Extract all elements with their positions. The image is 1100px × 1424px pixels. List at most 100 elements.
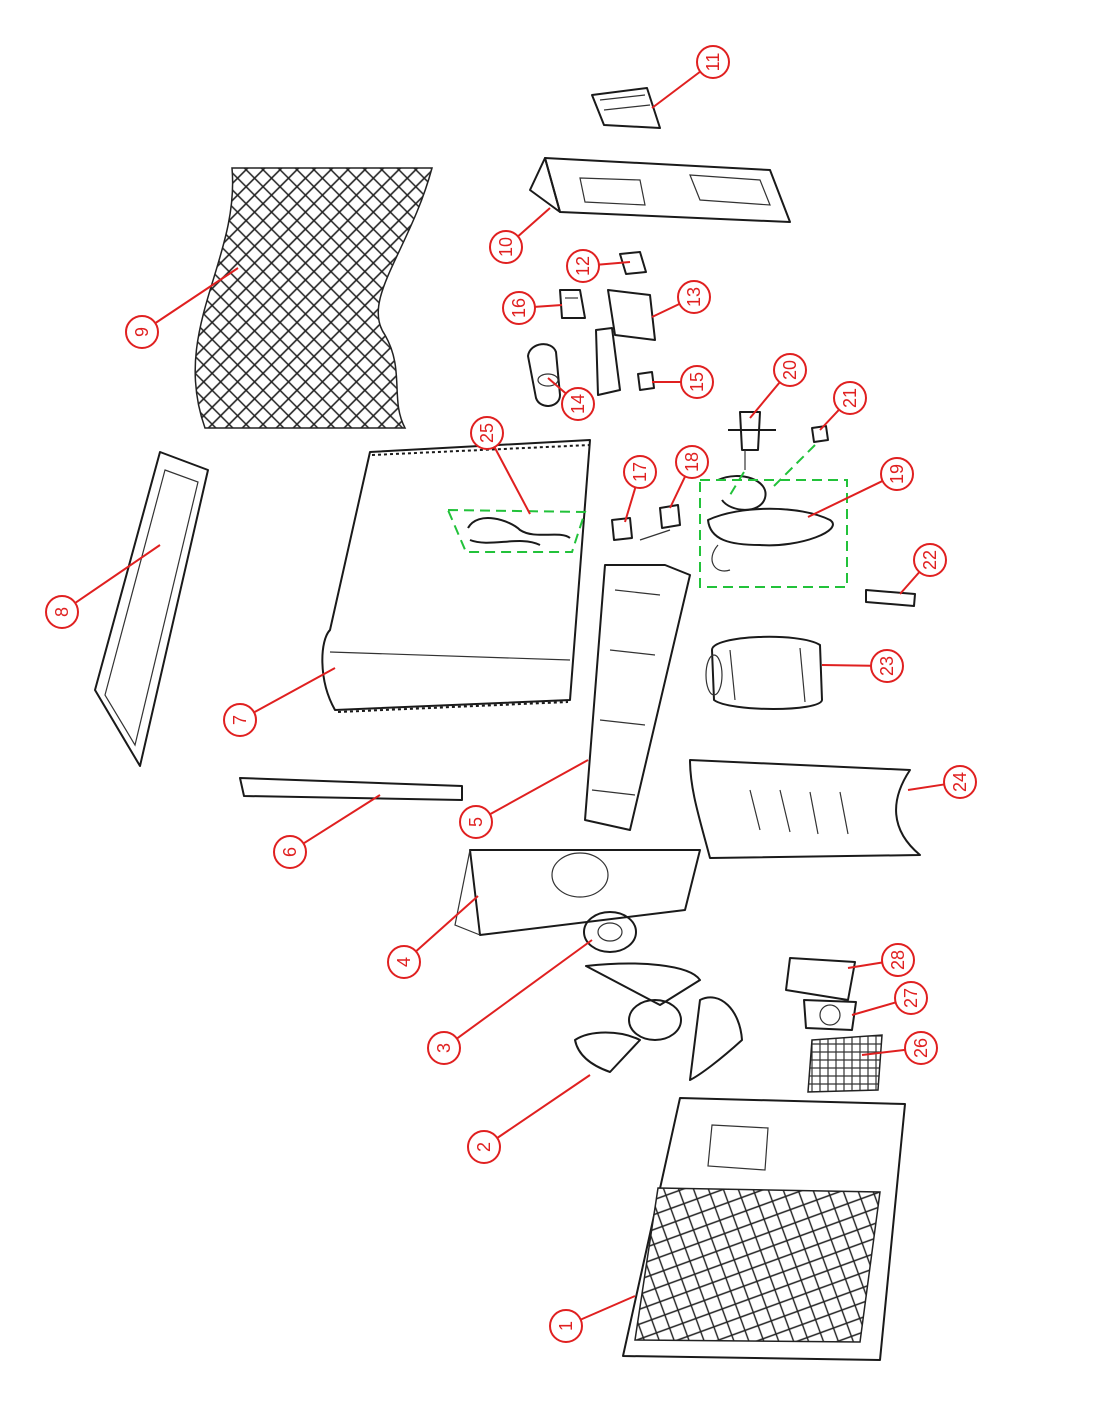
part-26-filter (807, 1034, 883, 1093)
callout-28: 28 (847, 943, 915, 977)
group-box-19 (699, 479, 848, 588)
callout-leader-line (821, 664, 872, 667)
callout-leader-line (415, 895, 479, 953)
callout-circle (45, 595, 79, 629)
part-12-terminal-block (619, 251, 647, 275)
callout-number: 20 (780, 360, 800, 380)
callout-leader-line (749, 381, 781, 419)
part-7-condenser (321, 439, 591, 713)
part-11-terminal-cover (591, 87, 661, 129)
callout-5: 5 (459, 759, 589, 839)
callout-number: 9 (132, 327, 152, 337)
part-1-front-grille-panel (622, 1097, 906, 1361)
callout-leader-line (899, 571, 921, 595)
callout-leader-line (907, 783, 945, 791)
callout-circle (773, 353, 807, 387)
callout-number: 7 (230, 715, 250, 725)
callout-circle (459, 805, 493, 839)
dash-link-21-19 (769, 444, 816, 491)
callout-number: 26 (911, 1038, 931, 1058)
group-box-25 (446, 508, 587, 553)
callout-number: 4 (394, 957, 414, 967)
callout-leader-line (861, 1048, 906, 1056)
part-3-fan-motor (583, 911, 637, 953)
callout-leader-line (580, 1295, 636, 1321)
callout-leader-line (807, 480, 884, 518)
callout-circle (870, 649, 904, 683)
callout-leader-line (819, 408, 840, 431)
callout-8: 8 (45, 544, 161, 629)
callout-2: 2 (467, 1074, 591, 1164)
callout-leader-line (651, 302, 680, 318)
callout-25: 25 (470, 416, 531, 515)
callout-leader-line (547, 377, 567, 395)
callout-1: 1 (549, 1295, 636, 1343)
callout-number: 24 (950, 772, 970, 792)
callout-number: 27 (901, 988, 921, 1008)
callout-number: 6 (280, 847, 300, 857)
part-5-base-plate (584, 564, 691, 831)
part-20-four-way-valve (728, 411, 776, 470)
callout-circle (943, 765, 977, 799)
part-23-compressor (705, 635, 823, 710)
callout-number: 15 (687, 372, 707, 392)
callout-leader-line (154, 267, 239, 324)
part-28-module (785, 957, 856, 1001)
callout-number: 18 (682, 452, 702, 472)
part-13-electrical-bracket (595, 289, 656, 396)
callout-24: 24 (907, 765, 977, 799)
callout-16: 16 (502, 291, 563, 325)
part-17-valve (611, 517, 633, 541)
callout-leader-line (456, 939, 593, 1040)
callout-circle (566, 249, 600, 283)
dash-link-20-19 (729, 471, 745, 496)
callout-leader-line (496, 1074, 591, 1139)
part-14-capacitor (527, 343, 561, 407)
part-4-fan-shroud (454, 849, 701, 936)
callout-number: 19 (887, 464, 907, 484)
callout-circle (675, 445, 709, 479)
callout-leader-line (74, 544, 161, 604)
callout-circle (223, 703, 257, 737)
callout-number: 3 (434, 1043, 454, 1053)
callout-circle (904, 1031, 938, 1065)
callout-leader-line (847, 961, 883, 969)
part-6-rail (239, 777, 463, 801)
callout-9: 9 (125, 267, 239, 349)
part-10-top-panel (529, 157, 791, 223)
callout-22: 22 (899, 543, 947, 595)
callout-number: 10 (496, 237, 516, 257)
callout-circle (502, 291, 536, 325)
callout-number: 16 (509, 298, 529, 318)
callout-number: 17 (630, 462, 650, 482)
callout-number: 22 (920, 550, 940, 570)
callout-circle (489, 230, 523, 264)
part-24-partition (689, 759, 921, 859)
callout-leader-line (669, 476, 686, 509)
callout-circle (880, 457, 914, 491)
callout-13: 13 (651, 280, 711, 318)
callout-circle (273, 835, 307, 869)
callout-number: 23 (877, 656, 897, 676)
callout-number: 2 (474, 1142, 494, 1152)
part-25-cable-assembly (467, 517, 571, 546)
callout-number: 28 (888, 950, 908, 970)
part-21-coil (811, 425, 829, 443)
callout-circle (467, 1130, 501, 1164)
callout-circle (427, 1031, 461, 1065)
callout-leader-line (851, 1001, 896, 1016)
callout-14: 14 (547, 377, 595, 421)
callout-leader-line (489, 759, 589, 816)
callout-3: 3 (427, 939, 593, 1065)
callout-circle (833, 381, 867, 415)
callout-number: 1 (556, 1321, 576, 1331)
callout-circle (881, 943, 915, 977)
callout-number: 12 (573, 256, 593, 276)
callout-circle (696, 45, 730, 79)
callout-number: 5 (466, 817, 486, 827)
callout-circle (623, 455, 657, 489)
callout-circle (680, 365, 714, 399)
part-19-piping-assembly (707, 475, 834, 572)
part-2-fan-blade (574, 962, 743, 1081)
